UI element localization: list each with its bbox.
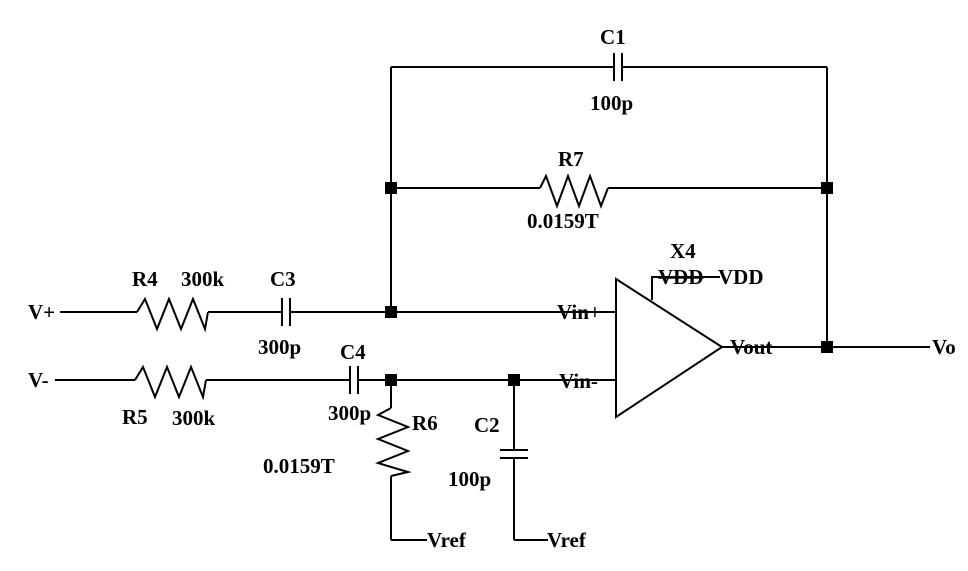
junction-node — [821, 182, 833, 194]
capacitor-c2 — [500, 449, 528, 459]
label-c3-value: 300p — [258, 335, 301, 359]
junction-node — [385, 306, 397, 318]
junction-node — [821, 341, 833, 353]
label-x4-name: X4 — [670, 239, 696, 263]
label-pin-vout: Vout — [730, 335, 772, 359]
resistor-r4 — [136, 296, 209, 333]
wires — [55, 66, 930, 541]
label-r4-value: 300k — [181, 267, 225, 291]
label-r4-name: R4 — [132, 267, 158, 291]
label-c4-value: 300p — [328, 401, 371, 425]
junction-nodes — [385, 182, 833, 386]
label-net-v-minus: V- — [28, 368, 49, 392]
label-c1-value: 100p — [590, 91, 633, 115]
capacitor-c4 — [349, 366, 359, 394]
label-net-vref-c2: Vref — [547, 528, 587, 552]
junction-node — [385, 182, 397, 194]
junction-node — [508, 374, 520, 386]
resistor-r7 — [539, 173, 609, 209]
label-r6-name: R6 — [412, 411, 438, 435]
label-pin-vin-minus: Vin- — [559, 369, 598, 393]
junction-node — [385, 374, 397, 386]
capacitor-c1 — [613, 53, 623, 81]
label-c4-name: C4 — [340, 340, 366, 364]
label-net-vref-r6: Vref — [427, 528, 467, 552]
label-r5-value: 300k — [172, 406, 216, 430]
opamp-x4 — [615, 277, 724, 419]
label-x4-supply-net: VDD — [718, 265, 764, 289]
label-x4-supply-pin: VDD — [658, 265, 704, 289]
wire-vdd-pin — [651, 276, 720, 300]
resistor-r5 — [134, 364, 207, 401]
capacitor-c3 — [281, 298, 291, 326]
label-r6-value: 0.0159T — [263, 454, 335, 478]
label-net-vo: Vo — [932, 335, 956, 359]
label-net-v-plus: V+ — [28, 300, 55, 324]
label-c2-value: 100p — [448, 467, 491, 491]
label-r7-name: R7 — [558, 147, 584, 171]
label-c3-name: C3 — [270, 267, 296, 291]
label-pin-vin-plus: Vin+ — [557, 300, 601, 324]
label-r5-name: R5 — [122, 405, 148, 429]
label-c1-name: C1 — [600, 25, 626, 49]
label-r7-value: 0.0159T — [527, 209, 599, 233]
label-c2-name: C2 — [474, 413, 500, 437]
resistor-r6 — [374, 407, 412, 477]
